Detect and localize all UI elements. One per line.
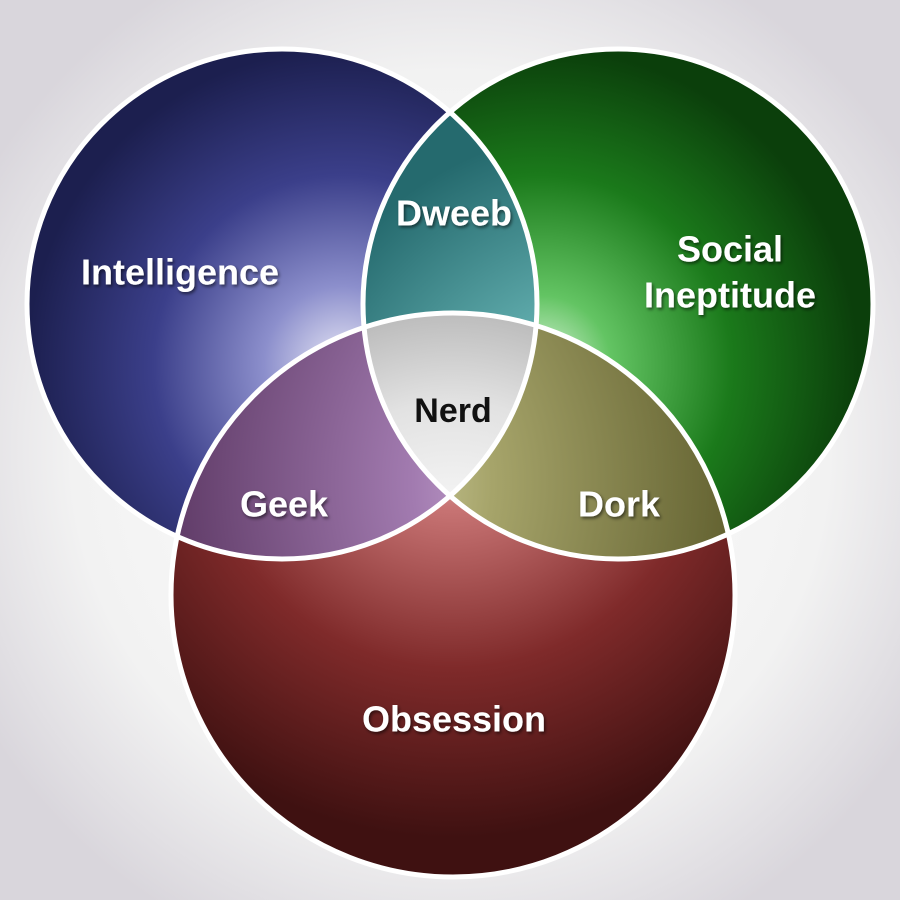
geek-label: Geek: [240, 484, 329, 525]
social-label: Social: [677, 229, 783, 270]
circle-outlines: [24, 46, 876, 880]
labels: Intelligence Social Ineptitude Obsession…: [81, 193, 816, 740]
intelligence-obsession-overlap: [171, 313, 537, 559]
social-obsession-overlap: [363, 313, 735, 559]
dweeb-label: Dweeb: [396, 193, 512, 234]
ineptitude-label: Ineptitude: [644, 275, 816, 316]
intelligence-label: Intelligence: [81, 252, 279, 293]
nerd-label: Nerd: [414, 392, 491, 430]
dork-label: Dork: [578, 484, 661, 525]
obsession-label: Obsession: [362, 699, 546, 740]
